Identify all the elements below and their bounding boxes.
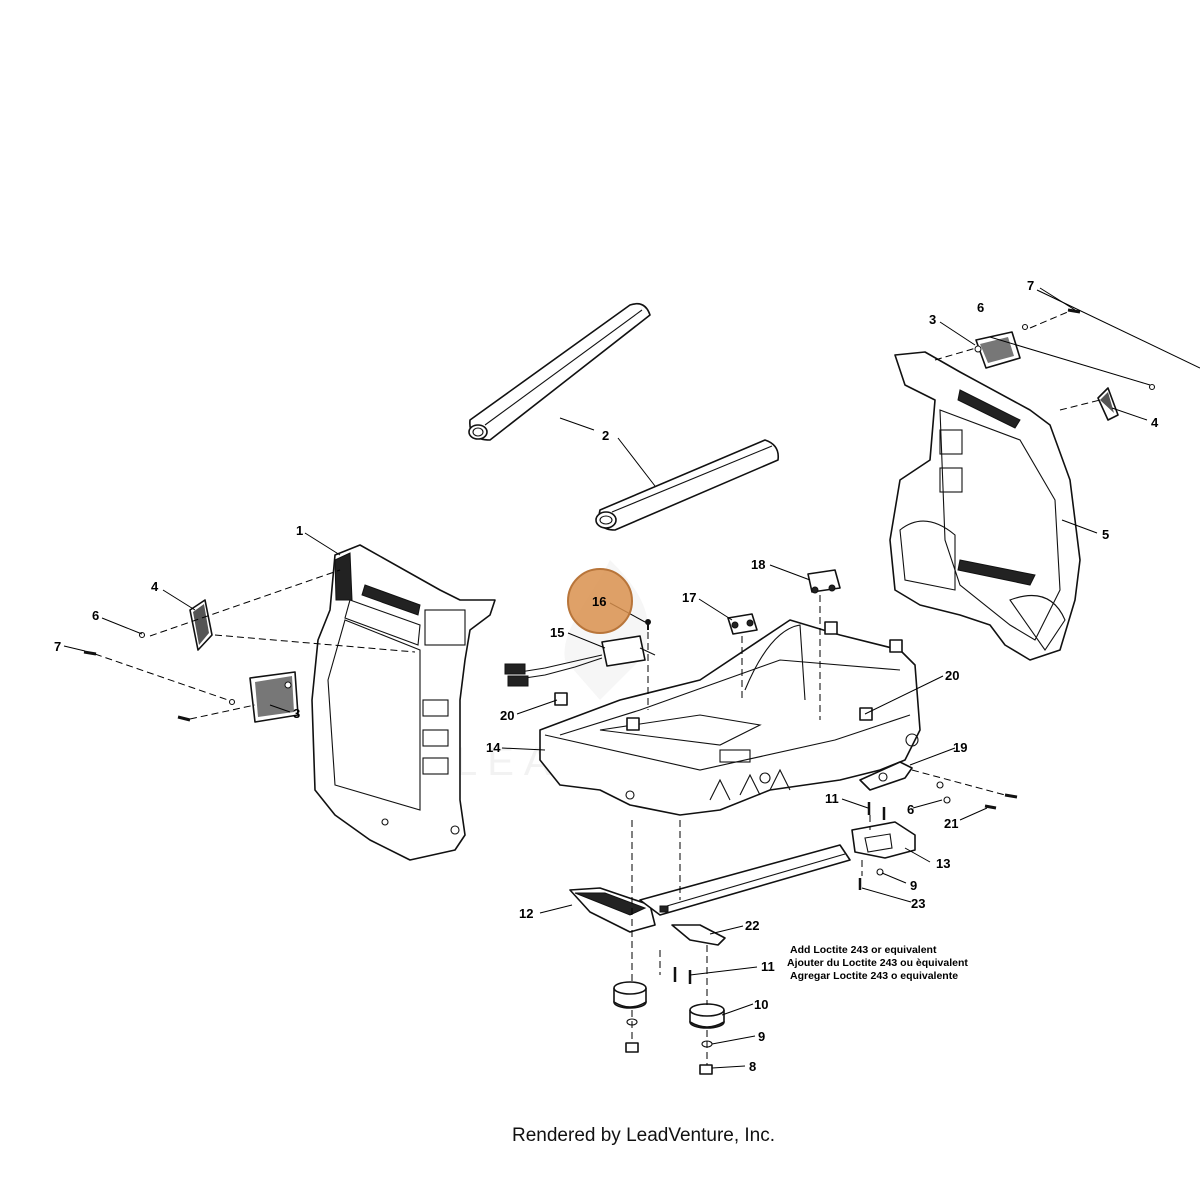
grille-cover-right — [1097, 387, 1119, 421]
handle-bar — [569, 844, 851, 933]
callout-14[interactable]: 14 — [486, 740, 501, 755]
callout-18[interactable]: 18 — [751, 557, 765, 572]
rubber-foot-left — [613, 981, 647, 1009]
callout-1[interactable]: 1 — [296, 523, 303, 538]
callout-9-lower[interactable]: 9 — [758, 1029, 765, 1044]
side-clip — [859, 761, 913, 791]
washer-right — [1021, 323, 1156, 391]
screw-16 — [645, 619, 651, 630]
callout-11-upper[interactable]: 11 — [825, 791, 839, 806]
callout-9-upper[interactable]: 9 — [910, 878, 917, 893]
screw-right — [1067, 308, 1081, 314]
rail-tube-upper — [468, 302, 651, 441]
wire-harness — [504, 635, 656, 687]
footer-credit: Rendered by LeadVenture, Inc. — [512, 1125, 775, 1146]
hardware-right — [936, 781, 1018, 810]
callout-7-right[interactable]: 7 — [1027, 278, 1034, 293]
washer-left — [138, 631, 236, 706]
rail-tube-lower — [595, 439, 780, 531]
callout-8[interactable]: 8 — [749, 1059, 756, 1074]
loctite-note: Add Loctite 243 or equivalent Ajouter du… — [787, 944, 968, 982]
screws-11-lower — [673, 967, 692, 984]
callout-labels: 1 2 3 3 4 4 5 6 6 6 7 7 8 9 9 10 11 11 1… — [54, 278, 1159, 1074]
bracket-17 — [727, 613, 758, 635]
callout-11-lower[interactable]: 11 — [761, 959, 775, 974]
rear-frame — [889, 351, 1081, 661]
callout-20-left[interactable]: 20 — [500, 708, 514, 723]
callout-10[interactable]: 10 — [754, 997, 768, 1012]
bracket-18 — [807, 569, 841, 594]
callout-4-right[interactable]: 4 — [1151, 415, 1159, 430]
callout-20-right[interactable]: 20 — [945, 668, 959, 683]
mount-bracket-13 — [851, 821, 916, 859]
callout-7-left[interactable]: 7 — [54, 639, 61, 654]
callout-23[interactable]: 23 — [911, 896, 925, 911]
callout-4-left[interactable]: 4 — [151, 579, 159, 594]
leader-lines — [63, 287, 1200, 1069]
callout-15[interactable]: 15 — [550, 625, 564, 640]
grille-cover-left — [189, 599, 213, 651]
label-plate-right — [974, 331, 1021, 369]
note-line-2: Ajouter du Loctite 243 ou èquivalent — [787, 957, 968, 969]
callout-17[interactable]: 17 — [682, 590, 696, 605]
callout-19[interactable]: 19 — [953, 740, 967, 755]
callout-3-left[interactable]: 3 — [293, 706, 300, 721]
callout-22[interactable]: 22 — [745, 918, 759, 933]
label-plate-left — [249, 671, 299, 723]
hardware-9-23 — [858, 868, 884, 890]
callout-6-left[interactable]: 6 — [92, 608, 99, 623]
callout-16[interactable]: 16 — [592, 594, 606, 609]
callout-12[interactable]: 12 — [519, 906, 533, 921]
callout-3-right[interactable]: 3 — [929, 312, 936, 327]
screw-left-upper — [83, 650, 97, 656]
assembly-lines — [94, 310, 1101, 1065]
screws-11-upper — [867, 802, 886, 820]
screw-left-lower — [177, 715, 191, 722]
callout-6-lower[interactable]: 6 — [907, 802, 914, 817]
callout-5[interactable]: 5 — [1102, 527, 1109, 542]
bolts-8 — [625, 1042, 713, 1075]
callout-6-right[interactable]: 6 — [977, 300, 984, 315]
highlight-marker[interactable] — [567, 568, 633, 634]
rubber-foot-right — [689, 1003, 725, 1029]
front-panel — [311, 544, 496, 861]
callout-21[interactable]: 21 — [944, 816, 958, 831]
plate-22 — [671, 924, 726, 946]
callout-13[interactable]: 13 — [936, 856, 950, 871]
callout-2[interactable]: 2 — [602, 428, 609, 443]
note-line-3: Agregar Loctite 243 o equivalente — [790, 970, 958, 982]
note-line-1: Add Loctite 243 or equivalent — [790, 944, 937, 956]
base-tray — [539, 619, 921, 816]
